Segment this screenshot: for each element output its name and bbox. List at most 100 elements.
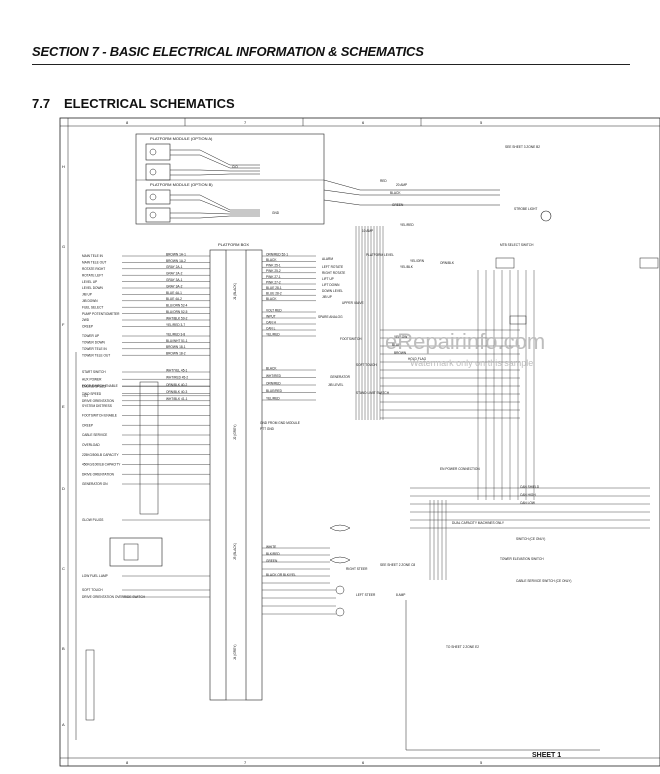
left-wire-label: BLU/ORN 52-4	[166, 304, 188, 308]
row-marker: A	[62, 722, 65, 727]
watermark-site: eRepairinfo.com	[385, 329, 545, 354]
column-marker-bottom: 5	[480, 760, 483, 765]
left-function-label: TOWER DOWN	[82, 341, 105, 345]
right-wire-label: PINK 27-1	[266, 275, 281, 279]
right-wire-label: YEL/RED	[266, 396, 280, 400]
left-wire-label: GRAY 3A-1	[166, 278, 183, 282]
left-function-label: PUMP POTENTIOMETER	[82, 312, 120, 316]
left-function-label: LEVEL DOWN	[82, 286, 103, 290]
left-function-label: DRIVE ORIENTATION	[82, 399, 115, 403]
left-function-label: CREEP	[82, 325, 93, 329]
left-function-label: LEVEL UP	[82, 280, 97, 284]
left-function-label: JIB UP	[82, 293, 92, 297]
connector-j4: J4 (GREY)	[233, 645, 237, 660]
glow-plug-relay	[109, 537, 163, 567]
right-color-label: YEL/ORN	[410, 259, 425, 263]
right-function-label: UPPER VALVE	[342, 301, 364, 305]
right-function-label: FOOTSWITCH	[340, 337, 362, 341]
left-function-label: 2WD	[82, 318, 90, 322]
row-marker: B	[62, 646, 65, 651]
watermark-note: Watermark only on this sample	[410, 358, 533, 368]
right-wire-label: PINK 25-2	[266, 269, 281, 273]
connector-j1: J1 (BLACK)	[233, 283, 237, 300]
subsection-title: ELECTRICAL SCHEMATICS	[64, 96, 235, 111]
platform-box-right-connector	[245, 249, 263, 701]
right-wire-label: CAN H	[266, 320, 277, 324]
connector-note: CAN SHIELD	[520, 485, 540, 489]
left-function-label: TWO SPEED	[82, 392, 102, 396]
right-color-label: BLK/RED	[266, 552, 280, 556]
right-wire-label: INPUT	[266, 314, 276, 318]
left-function-label: CABLE SERVICE	[82, 433, 107, 437]
module-label-co: C/O	[232, 165, 238, 169]
right-function-label: GENERATOR	[330, 375, 351, 379]
right-function-label: LIFT UP	[322, 277, 334, 281]
connector-note: SEE SHEET 2 ZONE C8	[380, 563, 415, 567]
cable-black	[323, 189, 500, 196]
cable-green	[323, 199, 500, 206]
left-wire-label: ORN/BLK 40-2	[166, 383, 187, 387]
left-function-label: GENERATOR ON	[82, 482, 108, 486]
column-marker-top: 7	[244, 120, 247, 125]
right-function-label: SOFT TOUCH	[356, 363, 377, 367]
right-color-label: GREEN	[392, 203, 404, 207]
connector-note: TOWER ELEVATION SWITCH	[500, 557, 544, 561]
connector-note: SEE SHEET 3 ZONE B2	[505, 145, 540, 149]
left-function-label: CREEP	[82, 423, 93, 427]
right-wire-label: WHT/RED	[266, 374, 282, 378]
cable-harness	[355, 226, 650, 751]
sheet-label: SHEET 1	[532, 752, 562, 759]
right-color-label: BLACK	[390, 191, 401, 195]
right-color-label: YEL/BLK	[400, 265, 414, 269]
row-marker: H	[62, 164, 65, 169]
left-function-label: LOW FUEL LAMP	[82, 574, 108, 578]
connector-note: TO SHEET 2 ZONE E2	[446, 645, 479, 649]
left-function-label: FOOT SWITCH ENABLE	[82, 384, 118, 388]
connector-note: CABLE SERVICE SWITCH (CE ONLY)	[516, 579, 572, 583]
right-wire-label: PINK 25-1	[266, 264, 281, 268]
cable-red	[323, 179, 500, 191]
left-function-label: ENGINE SPEED	[82, 385, 107, 389]
left-wire-label: BLU/ORN 52-5	[166, 310, 188, 314]
left-function-label: SYSTEM DISTRESS	[82, 404, 112, 408]
right-wire-label: ORN/RED 52-1	[266, 252, 288, 256]
right-color-label: BLUE	[392, 343, 400, 347]
left-function-label: JIB DOWN	[82, 299, 98, 303]
left-wire-label: BLUE 4A-2	[166, 297, 182, 301]
right-function-label: RIGHT ROTATE	[322, 271, 345, 275]
left-wire-label: WHT/YEL 45-1	[166, 368, 188, 372]
left-wire-label: BROWN 18-2	[166, 352, 186, 356]
left-function-label: ROTATE LEFT	[82, 273, 103, 277]
left-function-label: MAIN TELE OUT	[82, 261, 106, 265]
left-function-label: MAIN TELE IN	[82, 254, 104, 258]
right-wire-label: BLUE/RED	[266, 389, 283, 393]
right-color-label: RED	[380, 179, 387, 183]
module-label-gnd: GND	[272, 211, 280, 215]
right-color-label: YELLOW	[394, 335, 407, 339]
left-wire-label: YEL/RED 3-7	[166, 323, 185, 327]
connector-note: 20 AMP	[396, 183, 407, 187]
right-function-label: PTT GND	[260, 427, 275, 431]
connector-note: 8 AMP	[396, 593, 405, 597]
left-wire-label: GRAY 3A-2	[166, 284, 183, 288]
right-color-label: GREEN	[266, 559, 278, 563]
left-function-label: GLOW PLUGS	[82, 518, 103, 522]
right-wire-label: BLUE 28-1	[266, 286, 282, 290]
left-function-label: START SWITCH	[82, 370, 106, 374]
right-function-label: JIB LEVEL	[328, 383, 344, 387]
left-function-label: TOWER TELE OUT	[82, 353, 110, 357]
left-function-label: TOWER UP	[82, 334, 99, 338]
schematic-frame	[59, 117, 660, 767]
mtb-switch-right	[639, 257, 659, 269]
right-function-label: ALARM	[322, 257, 333, 261]
subsection-number: 7.7	[32, 96, 51, 111]
row-marker: E	[62, 404, 65, 409]
right-color-label: WHITE	[266, 545, 276, 549]
connector-note: CAN HIGH	[520, 493, 536, 497]
mtb-select-switch	[495, 257, 515, 269]
right-wire-label: YEL/RED	[266, 332, 280, 336]
